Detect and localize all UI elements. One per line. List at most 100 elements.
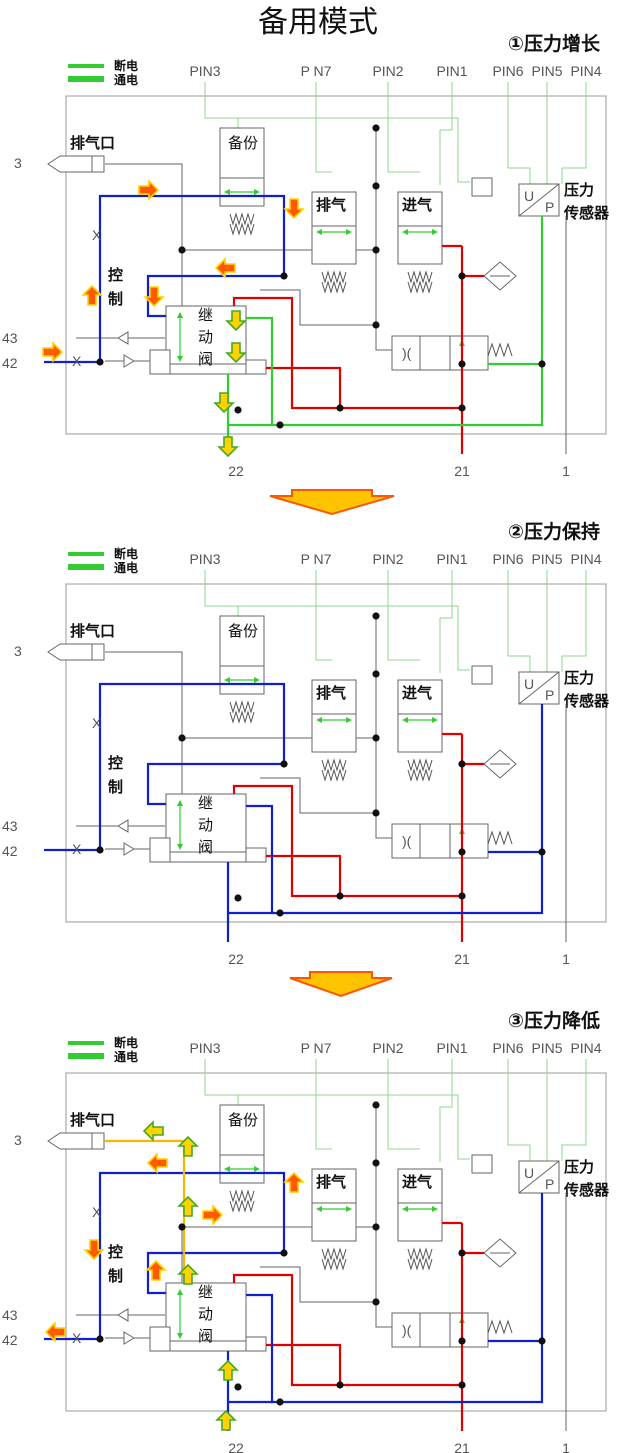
sensor-label-2: 传感器 bbox=[563, 1181, 610, 1199]
port-label-42: 42 bbox=[2, 843, 18, 859]
spring-icon bbox=[229, 1189, 255, 1203]
junction-dot bbox=[458, 892, 466, 900]
port-label-42: 42 bbox=[2, 1332, 18, 1348]
signal-wire-pin2 bbox=[387, 1059, 420, 1150]
red-relay-out bbox=[266, 366, 342, 408]
arrowhead-icon bbox=[346, 717, 352, 723]
legend-label-off: 断电 bbox=[114, 546, 138, 561]
flow-arrow-up-icon bbox=[215, 1409, 237, 1431]
backup-valve-label: 备份 bbox=[228, 622, 258, 640]
throttle-symbol: )( bbox=[402, 345, 412, 361]
pin-label: PIN2 bbox=[372, 551, 403, 567]
arrowhead-icon bbox=[432, 1206, 438, 1212]
flow-arrow-up-icon bbox=[283, 1171, 305, 1193]
arrowhead-icon bbox=[224, 1166, 230, 1172]
intake-valve-top bbox=[397, 191, 443, 227]
spring-icon bbox=[407, 1257, 433, 1271]
arrowhead-icon bbox=[177, 1333, 183, 1339]
flow-arrow-right-icon bbox=[42, 341, 64, 363]
arrowhead-icon bbox=[177, 800, 183, 806]
legend-swatch-on bbox=[68, 76, 104, 82]
flow-arrow-down-icon bbox=[217, 436, 239, 458]
pin-label: PIN2 bbox=[372, 63, 403, 79]
legend-label-on: 通电 bbox=[114, 560, 138, 575]
exhaust-port-label: 排气口 bbox=[70, 622, 115, 640]
page-title: 备用模式 bbox=[258, 5, 378, 40]
legend-swatch-off bbox=[68, 1041, 104, 1045]
signal-wire-pin4 bbox=[561, 1059, 587, 1161]
backup-valve-top bbox=[219, 127, 265, 179]
signal-wire-pin7 bbox=[315, 82, 332, 173]
arrowhead-icon bbox=[402, 229, 408, 235]
red-relay-supply bbox=[232, 1273, 462, 1387]
pin-label: PIN6 bbox=[492, 1040, 523, 1056]
spring-icon bbox=[407, 758, 433, 772]
stage-title: ①压力增长 bbox=[508, 32, 601, 55]
port-label-22: 22 bbox=[228, 1440, 244, 1453]
sensor-diagonal bbox=[518, 1160, 560, 1194]
port-label-21: 21 bbox=[454, 1440, 470, 1453]
junction-dot bbox=[276, 421, 284, 429]
junction-dot bbox=[372, 809, 380, 817]
throttle-valve-body bbox=[391, 823, 489, 859]
gray-exhaust-line bbox=[105, 1141, 182, 1227]
sensor-u-mark: U bbox=[524, 1165, 534, 1181]
legend-label-off: 断电 bbox=[114, 58, 138, 73]
spring-icon bbox=[321, 280, 347, 294]
spring-icon bbox=[407, 270, 433, 284]
pin-label: PIN5 bbox=[531, 63, 562, 79]
junction-dot bbox=[96, 358, 104, 366]
spring-icon bbox=[487, 830, 513, 846]
junction-dot bbox=[280, 272, 288, 280]
down-arrow-icon bbox=[289, 971, 393, 998]
junction-dot bbox=[372, 734, 380, 742]
signal-wire-pin3 bbox=[204, 570, 470, 671]
port-label-3: 3 bbox=[14, 155, 22, 171]
arrowhead-icon bbox=[177, 844, 183, 850]
arrowhead-icon bbox=[254, 677, 260, 683]
exhaust-valve-top bbox=[311, 191, 357, 227]
pin-label: PIN5 bbox=[531, 1040, 562, 1056]
control-label-2: 制 bbox=[108, 290, 123, 308]
relay-label-2: 动 bbox=[198, 1305, 213, 1323]
gray-exhaust-line bbox=[105, 651, 183, 738]
throttle-symbol: )( bbox=[402, 833, 412, 849]
spring-icon bbox=[487, 342, 513, 358]
junction-dot bbox=[234, 406, 242, 414]
legend-swatch-on bbox=[68, 1053, 104, 1059]
legend-label-on: 通电 bbox=[114, 72, 138, 87]
signal-wire-pin1 bbox=[439, 570, 453, 673]
junction-dot bbox=[96, 846, 104, 854]
down-arrow-icon bbox=[269, 489, 395, 516]
relay-valve-out bbox=[245, 359, 267, 375]
pin-label: P N7 bbox=[301, 551, 332, 567]
relay-label-3: 阀 bbox=[198, 350, 213, 368]
pin-label: P N7 bbox=[301, 1040, 332, 1056]
junction-dot bbox=[372, 182, 380, 190]
throttle-symbol: )( bbox=[402, 1322, 412, 1338]
legend-swatch-on bbox=[68, 564, 104, 570]
sensor-p-mark: P bbox=[545, 1176, 554, 1192]
sensor-label-2: 传感器 bbox=[563, 692, 610, 710]
arrowhead-icon bbox=[224, 189, 230, 195]
backup-valve-label: 备份 bbox=[228, 134, 258, 152]
sensor-diagonal bbox=[518, 183, 560, 217]
pin-label: PIN1 bbox=[436, 551, 467, 567]
port-label-43: 43 bbox=[2, 818, 18, 834]
sensor-label-1: 压力 bbox=[564, 1158, 594, 1176]
junction-dot bbox=[178, 246, 186, 254]
outlet-delivery-line bbox=[246, 1193, 544, 1404]
flow-arrow-up-icon bbox=[177, 1263, 199, 1285]
red-relay-supply bbox=[232, 296, 462, 410]
arrowhead-icon bbox=[402, 1206, 408, 1212]
signal-wire-pin7 bbox=[315, 1059, 332, 1150]
exhaust-triangle-icon bbox=[117, 1308, 129, 1322]
junction-dot bbox=[458, 1337, 466, 1345]
junction-dot bbox=[178, 1223, 186, 1231]
port-label-42: 42 bbox=[2, 355, 18, 371]
spring-icon bbox=[229, 710, 255, 724]
flow-arrow-left-icon bbox=[214, 257, 236, 279]
flow-arrow-left-icon bbox=[146, 1152, 168, 1174]
pin-label: PIN3 bbox=[189, 63, 220, 79]
relay-valve-out bbox=[245, 1336, 267, 1352]
